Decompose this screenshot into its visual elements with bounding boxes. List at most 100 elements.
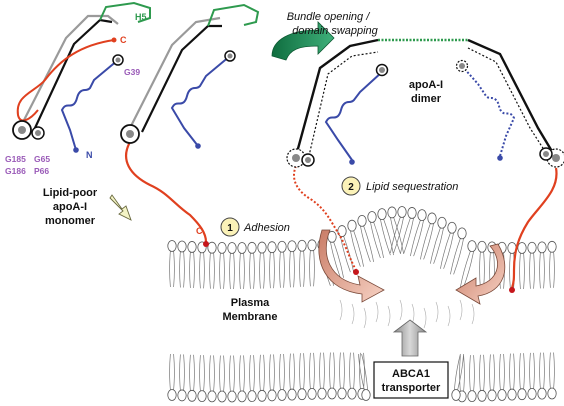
lipid-molecule — [507, 353, 517, 401]
lipid-molecule — [347, 352, 357, 400]
lipid-molecule — [277, 353, 287, 401]
bundle-caption-line2: domain swapping — [292, 25, 378, 37]
lipid-molecule — [207, 241, 217, 289]
dimer-title-line1: apoA-I — [409, 79, 443, 91]
h5-label: H5 — [135, 12, 147, 22]
lipid-molecule — [347, 219, 364, 267]
lipid-molecule — [517, 242, 527, 290]
dimer-blue-dotted — [461, 65, 516, 157]
lipid-flow-arrow-right — [455, 243, 506, 305]
lipid-molecule — [257, 354, 267, 402]
dimer-red-solid-chain — [510, 167, 558, 289]
step2-circle — [341, 176, 361, 196]
plasma-membrane — [167, 206, 557, 403]
adhering-blue-chain — [170, 55, 231, 147]
lipid-molecule — [167, 353, 177, 401]
monomer-black-helix — [34, 18, 113, 129]
dimer-structure — [286, 38, 564, 293]
dimer-red-dotted-chain — [293, 165, 357, 271]
lipid-molecule — [358, 353, 371, 401]
lipid-molecule — [327, 352, 337, 400]
lipid-molecule — [177, 240, 187, 288]
lipid-molecule — [527, 241, 537, 289]
c-terminus-adhering-label: C — [196, 226, 203, 236]
lipid-flow-arrow-left — [318, 229, 385, 303]
lipid-molecule — [377, 208, 394, 256]
abca1-up-arrow — [392, 319, 428, 357]
lipid-molecule — [247, 241, 257, 289]
n-terminus-label: N — [86, 150, 93, 160]
monomer-blue-chain — [60, 59, 119, 151]
step1-circle — [220, 217, 240, 237]
lipid-molecule — [390, 206, 407, 254]
lipid-molecule — [450, 227, 467, 275]
lipid-molecule — [267, 241, 277, 289]
g65-label: G65 — [34, 154, 50, 164]
lipid-molecule — [517, 353, 527, 401]
monomer-h5-loop — [99, 1, 151, 23]
lipid-molecule — [287, 240, 297, 288]
lipid-molecule — [527, 352, 537, 400]
step1-number: 1 — [227, 223, 233, 234]
lipid-molecule — [197, 241, 207, 289]
lipid-molecule — [267, 354, 277, 402]
dimer-right-helix — [467, 38, 558, 159]
lipid-molecule — [317, 352, 327, 400]
g185-label: G185 — [5, 154, 26, 164]
abca1-title-line2: transporter — [382, 382, 441, 394]
dimer-title-line2: dimer — [411, 93, 442, 105]
lipid-molecule — [177, 354, 187, 402]
step2-text: Lipid sequestration — [366, 181, 458, 193]
lipid-molecule — [297, 353, 307, 401]
lipid-molecule — [287, 353, 297, 401]
membrane-title-line1: Plasma — [231, 297, 270, 309]
lipid-molecule — [307, 352, 317, 400]
monomer-title-line2: apoA-I — [53, 201, 87, 213]
lipid-molecule — [497, 353, 507, 401]
abca1-transporter-box — [373, 361, 449, 399]
lipid-molecule — [237, 355, 247, 403]
lipid-molecule — [400, 207, 417, 255]
lipid-molecule — [467, 355, 477, 403]
lipid-molecule — [247, 355, 257, 403]
c-terminus-label: C — [120, 35, 127, 45]
lipid-molecule — [477, 354, 487, 402]
lipid-molecule — [507, 242, 517, 290]
lipid-molecule — [307, 239, 317, 287]
lipid-molecule — [410, 209, 427, 257]
lipid-molecule — [187, 354, 197, 402]
lipid-molecule — [337, 352, 347, 400]
monomer-gray-helix — [21, 14, 119, 125]
membrane-title-line2: Membrane — [222, 311, 277, 323]
lipid-molecule — [327, 230, 344, 278]
lipid-molecule — [187, 241, 197, 288]
monomer-title-line3: monomer — [45, 215, 96, 227]
lipid-molecule — [227, 242, 237, 290]
lipid-molecule — [451, 353, 464, 401]
p66-label: P66 — [34, 166, 49, 176]
lipid-molecule — [477, 240, 487, 288]
monomer-red-chain — [16, 39, 115, 122]
lipid-molecule — [337, 225, 354, 273]
lipid-molecule — [367, 211, 384, 259]
adhering-red-chain — [124, 141, 208, 243]
bundle-caption-line1: Bundle opening / — [287, 11, 371, 23]
lipid-molecule — [547, 240, 557, 288]
lipid-molecule — [460, 240, 477, 288]
bundle-opening-arrow — [271, 21, 335, 61]
lipid-molecule — [430, 216, 447, 264]
lipid-molecule — [547, 352, 557, 400]
lipid-molecule — [167, 240, 177, 288]
lipid-molecule — [227, 355, 237, 403]
abca1-title-line1: ABCA1 — [392, 368, 430, 380]
lipid-molecule — [440, 221, 457, 269]
lipid-molecule — [197, 355, 207, 403]
lipid-molecule — [217, 241, 227, 289]
adhesion-direction-arrow — [109, 194, 132, 221]
lipid-molecule — [487, 354, 497, 402]
adhering-monomer — [120, 3, 260, 247]
adhering-h5-loop — [207, 3, 260, 27]
lipid-molecule — [297, 239, 307, 287]
lipid-molecule — [537, 352, 547, 400]
